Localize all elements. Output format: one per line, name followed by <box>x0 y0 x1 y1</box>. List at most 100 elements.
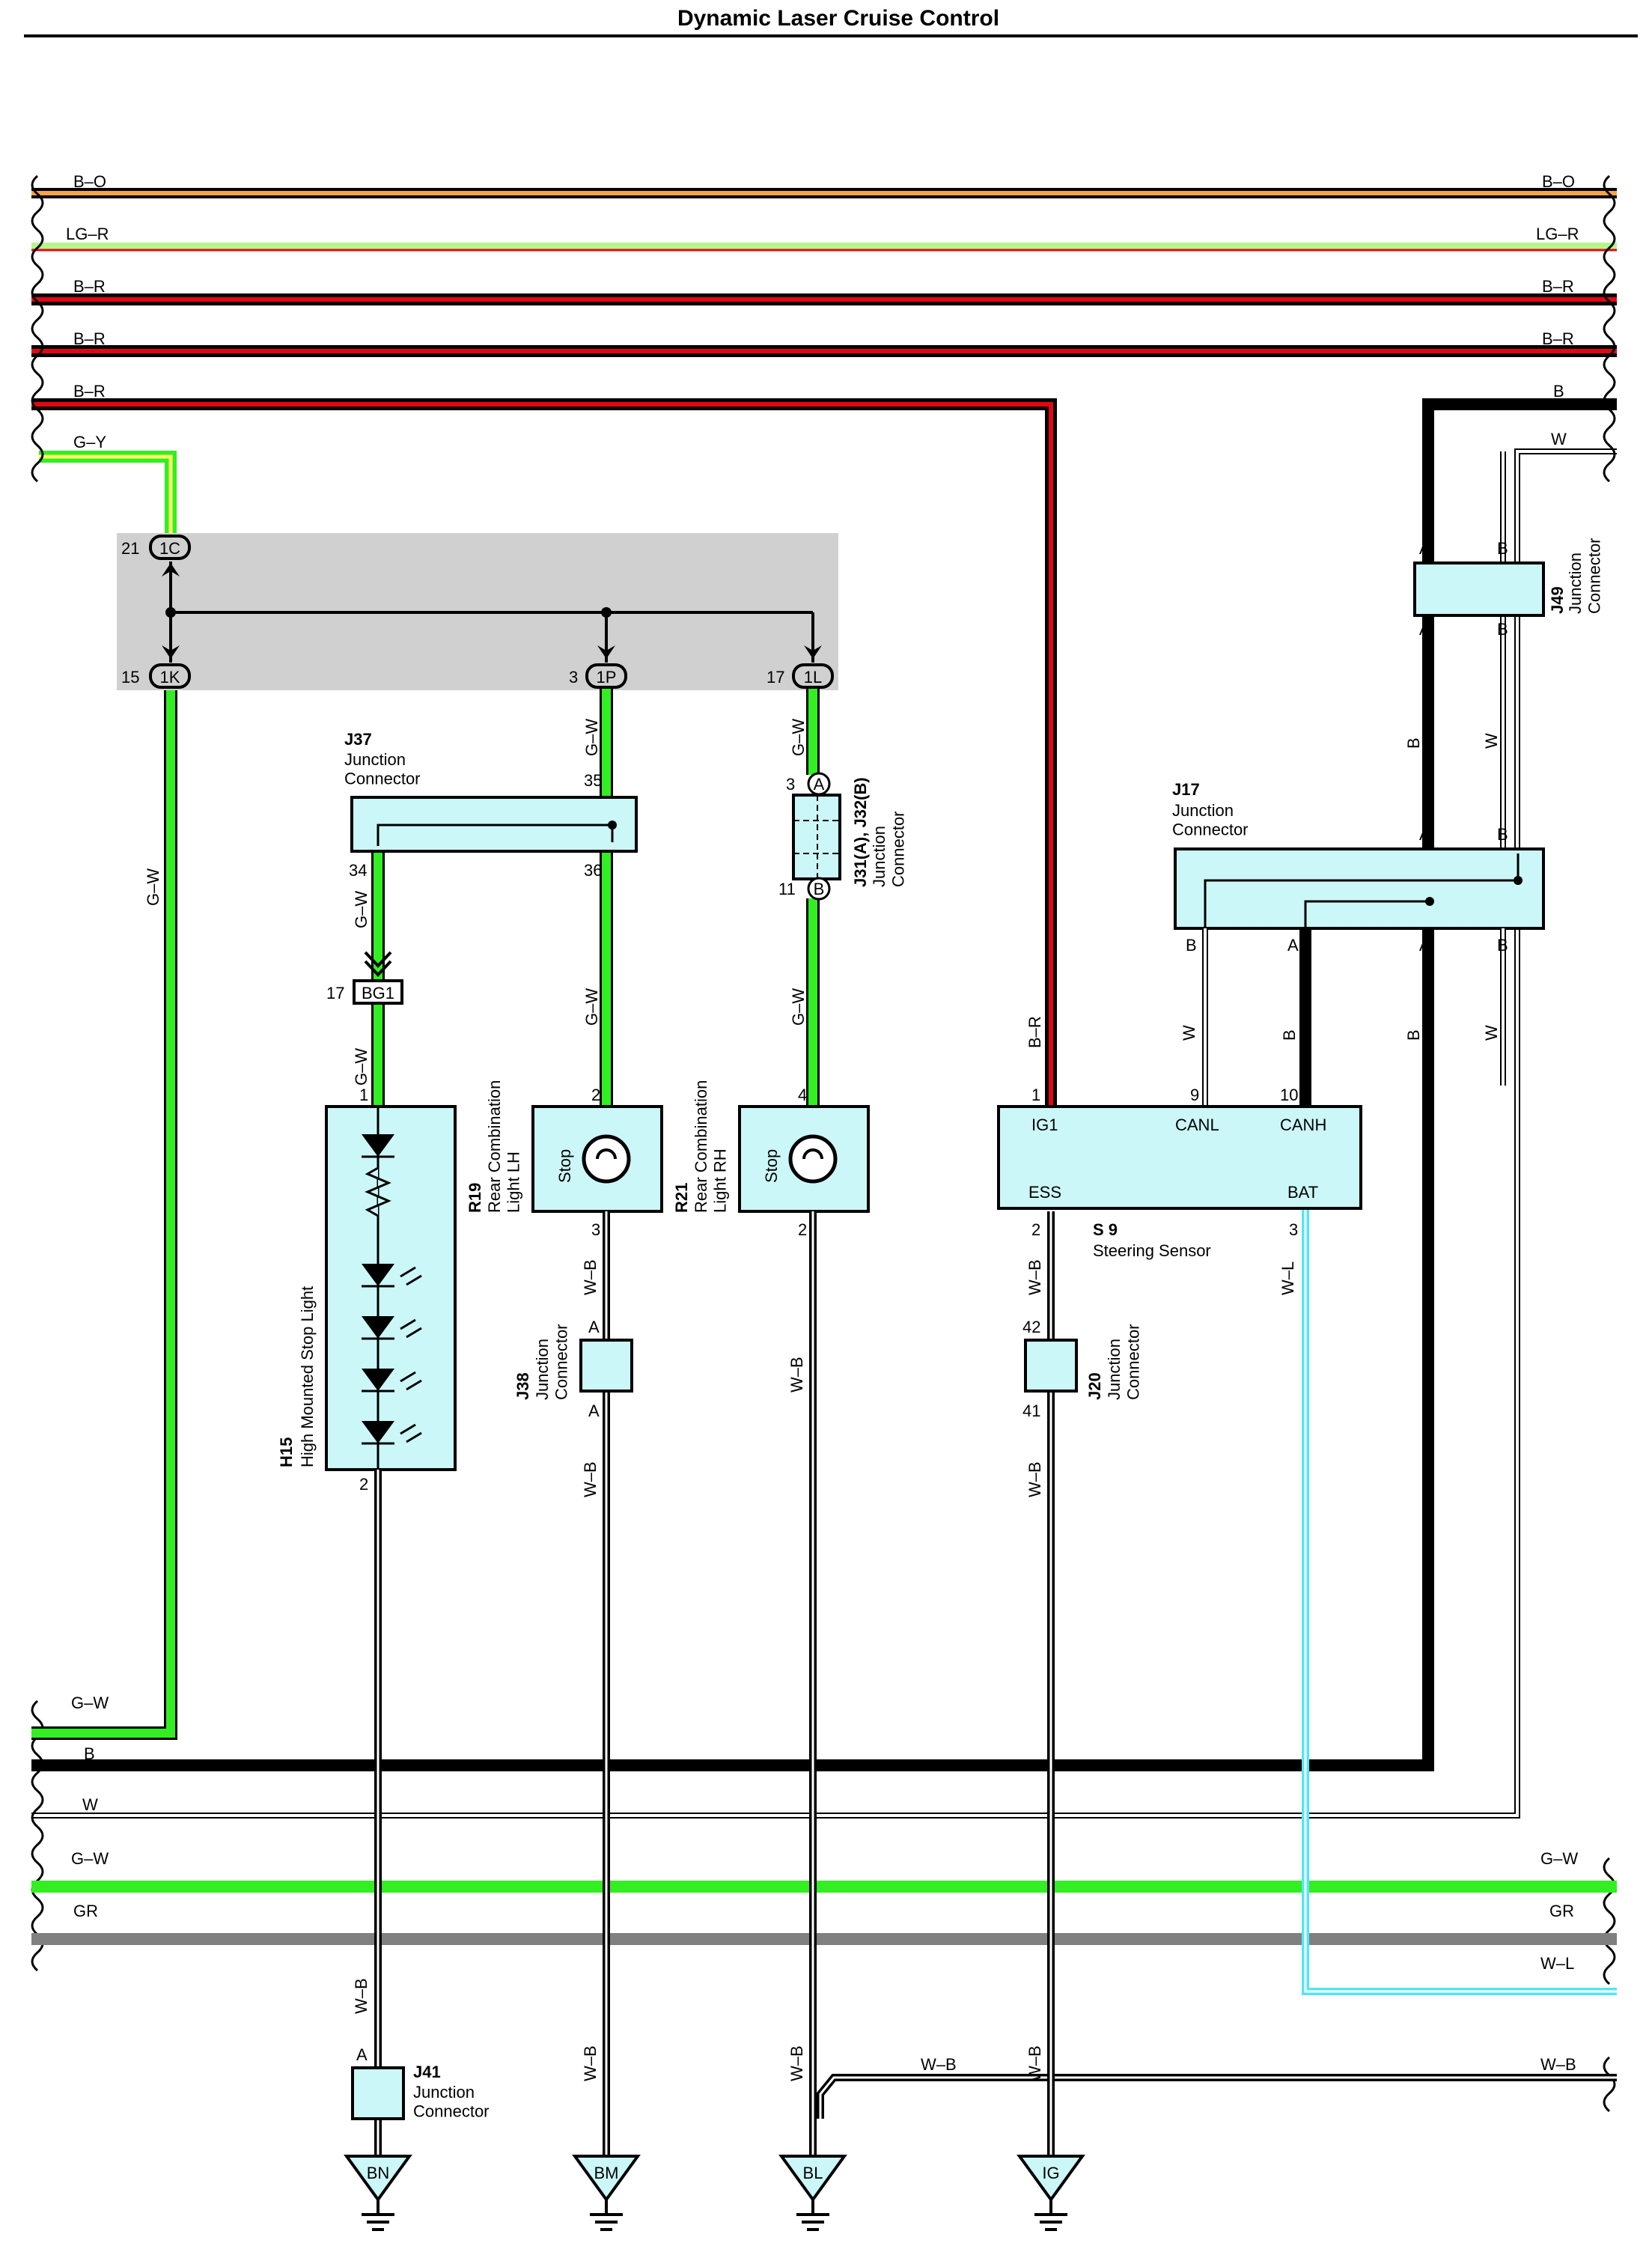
label-pins-p2: 2 <box>798 1220 807 1239</box>
diagram-title: Dynamic Laser Cruise Control <box>677 6 999 31</box>
label-pins-p41: 41 <box>1022 1402 1040 1420</box>
j20-connector: 42 41 J20 JunctionConnector <box>1022 1318 1142 1420</box>
wire-label: G–W <box>582 988 601 1026</box>
label-connectors-a: A <box>1419 539 1430 558</box>
wire-label: GR <box>1549 1902 1574 1920</box>
label-connectors-b: B <box>814 880 825 898</box>
wire-label: G–W <box>789 988 808 1026</box>
wire-label: W–B <box>1540 2055 1576 2074</box>
label-components-s9-id: S 9 <box>1093 1220 1118 1239</box>
ground-bl-label: BL <box>803 2164 823 2182</box>
label-components-h15-id: H15 <box>277 1437 296 1467</box>
label-connectors-c1C: 1C <box>159 539 180 558</box>
connector-1P <box>585 663 627 689</box>
label-pins-p42: 42 <box>1022 1318 1040 1336</box>
ground-ig-label: IG <box>1042 2164 1059 2182</box>
label-connectors-a: A <box>1419 620 1430 639</box>
j49-connector: A B A B J49 JunctionConnector B W <box>1404 451 1603 853</box>
wire-label: G–W <box>144 868 162 906</box>
label-wires-b: B <box>1404 1029 1423 1041</box>
wire-label: W–B <box>581 1461 600 1497</box>
wire-label: W <box>1551 430 1567 448</box>
label-connectors-a: A <box>1419 825 1430 844</box>
label-connectors-a: A <box>588 1318 600 1336</box>
ground-symbols <box>344 2155 1085 2231</box>
label-components-j37-id: J37 <box>344 730 372 749</box>
label-connectors-bg1: BG1 <box>362 984 394 1002</box>
label-components-s9-terminals-ig1: IG1 <box>1031 1116 1058 1134</box>
r19-rear-combination-light-lh: Stop 2 3 R19 Rear CombinationLight LH <box>466 1080 663 1239</box>
wire-label: W–B <box>581 2045 600 2081</box>
label-pins-p2: 2 <box>359 1475 368 1494</box>
label-components-r21-id: R21 <box>672 1183 691 1213</box>
bg1-connector: BG1 17 <box>326 951 403 1005</box>
j31-j32-connector: A 3 B 11 J31(A), J32(B) JunctionConnecto… <box>778 772 907 901</box>
label-components-j38-name: JunctionConnector <box>533 1324 570 1400</box>
wire-label: B–O <box>73 172 106 191</box>
s9-steering-sensor: IG1 CANL CANH ESS BAT 1 9 10 2 3 S 9 Ste… <box>997 1086 1362 1295</box>
label-pins-p34: 34 <box>349 861 367 880</box>
label-pins-p3: 3 <box>786 775 795 794</box>
j38-connector: A A J38 JunctionConnector <box>513 1318 633 1420</box>
label-pins-p3: 3 <box>1289 1220 1298 1239</box>
h15-stop-light: 1 2 H15 High Mounted Stop Light <box>277 1086 457 1494</box>
label-connectors-c1L: 1L <box>804 668 822 687</box>
label-connectors-a: A <box>356 2045 368 2064</box>
label-components-j17-id: J17 <box>1172 780 1200 799</box>
green-wires <box>371 689 820 1107</box>
wire-label: GR <box>73 1902 98 1920</box>
wire-label: B–O <box>1542 172 1575 191</box>
label-connectors-b: B <box>1497 936 1508 955</box>
label-connectors-b: B <box>1497 620 1508 639</box>
ground-wires <box>374 1211 1055 2156</box>
label-pins-p4: 4 <box>798 1086 807 1104</box>
wire-label: W–B <box>921 2055 957 2074</box>
wire-label: G–Y <box>73 433 106 451</box>
wire-label: B <box>84 1744 95 1763</box>
wire-label: G–W <box>71 1849 109 1868</box>
ground-bm-label: BM <box>594 2164 619 2182</box>
label-pins-p2: 2 <box>1031 1220 1040 1239</box>
label-wires-b: B <box>1280 1029 1299 1041</box>
label-components-j20-name: JunctionConnector <box>1105 1324 1142 1400</box>
label-components-j31-id: J31(A), J32(B) <box>851 777 870 887</box>
label-pins-p17: 17 <box>766 668 784 687</box>
label-pins-p11: 11 <box>778 880 796 898</box>
label-connectors-c1K: 1K <box>160 668 180 687</box>
label-pins-p15: 15 <box>121 668 139 687</box>
label-components-r19-name: Rear CombinationLight LH <box>485 1080 522 1213</box>
label-pins-p9: 9 <box>1190 1086 1199 1104</box>
label-connectors-a: A <box>1419 936 1430 955</box>
label-components-r19-id: R19 <box>466 1183 484 1213</box>
label-components-h15-name: High Mounted Stop Light <box>298 1286 317 1467</box>
label-wires-wl: W–L <box>1278 1262 1297 1295</box>
label-pins-p2: 2 <box>591 1086 600 1104</box>
top-bus <box>31 188 1617 1819</box>
label-connectors-b: B <box>1497 539 1508 558</box>
label-wires-w: W <box>1180 1025 1198 1041</box>
wire-label: W–B <box>787 1357 806 1393</box>
label-connectors-b: B <box>1186 936 1197 955</box>
label-components-j41-id: J41 <box>413 2063 441 2081</box>
wire-label: B–R <box>73 329 106 348</box>
label-pins-p35: 35 <box>584 771 602 790</box>
wire-label: W–B <box>1025 2045 1044 2081</box>
wire-label: B–R <box>1025 1016 1044 1048</box>
label-pins-p3: 3 <box>569 668 578 687</box>
label-components-j20-id: J20 <box>1085 1372 1104 1400</box>
ground-bn-label: BN <box>367 2164 390 2182</box>
wire-label: G–W <box>352 891 371 928</box>
wire-label: B–R <box>73 382 106 401</box>
wire-label: B–R <box>73 277 106 296</box>
wire-label: G–W <box>1540 1849 1578 1868</box>
label-components-j49-name: JunctionConnector <box>1566 538 1603 614</box>
label-wires-w: W <box>1482 733 1501 749</box>
label-connectors-a: A <box>814 775 825 794</box>
label-wires-b: B <box>1404 737 1423 749</box>
wire-label: LG–R <box>1536 225 1579 243</box>
